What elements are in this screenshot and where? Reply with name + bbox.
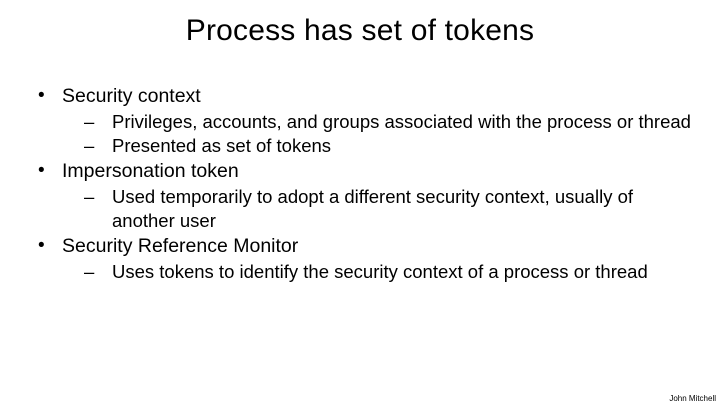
dash-icon: – [84, 110, 95, 132]
list-item: • Security context – Privileges, account… [28, 84, 696, 159]
sub-list: – Used temporarily to adopt a different … [62, 185, 696, 234]
list-item: • Security Reference Monitor – Uses toke… [28, 234, 696, 284]
list-item-label: Security context [62, 85, 201, 107]
sub-list: – Uses tokens to identify the security c… [62, 260, 696, 285]
bullet-icon: • [38, 234, 45, 256]
list-item: – Used temporarily to adopt a different … [76, 185, 696, 234]
list-item-label: Security Reference Monitor [62, 234, 299, 257]
list-item-label: Impersonation token [62, 159, 239, 182]
list-item-label: Uses tokens to identify the security con… [112, 260, 648, 282]
list-item-label: Privileges, accounts, and groups associa… [112, 110, 691, 132]
list-item-label: Used temporarily to adopt a different se… [112, 185, 634, 232]
bullet-icon: • [38, 159, 45, 181]
list-item-label: Presented as set of tokens [112, 135, 332, 157]
content-list: • Security context – Privileges, account… [28, 84, 696, 284]
bullet-icon: • [38, 85, 45, 106]
page-title: Process has set of tokens [185, 14, 535, 47]
dash-icon: – [84, 260, 95, 282]
list-item: – Uses tokens to identify the security c… [76, 260, 696, 285]
list-item: – Privileges, accounts, and groups assoc… [76, 110, 696, 135]
list-item: – Presented as set of tokens [76, 134, 696, 159]
dash-icon: – [84, 185, 95, 207]
list-item: • Impersonation token – Used temporarily… [28, 159, 696, 234]
sub-list: – Privileges, accounts, and groups assoc… [62, 110, 696, 159]
dash-icon: – [84, 135, 95, 157]
author-credit: John Mitchell [669, 394, 716, 403]
